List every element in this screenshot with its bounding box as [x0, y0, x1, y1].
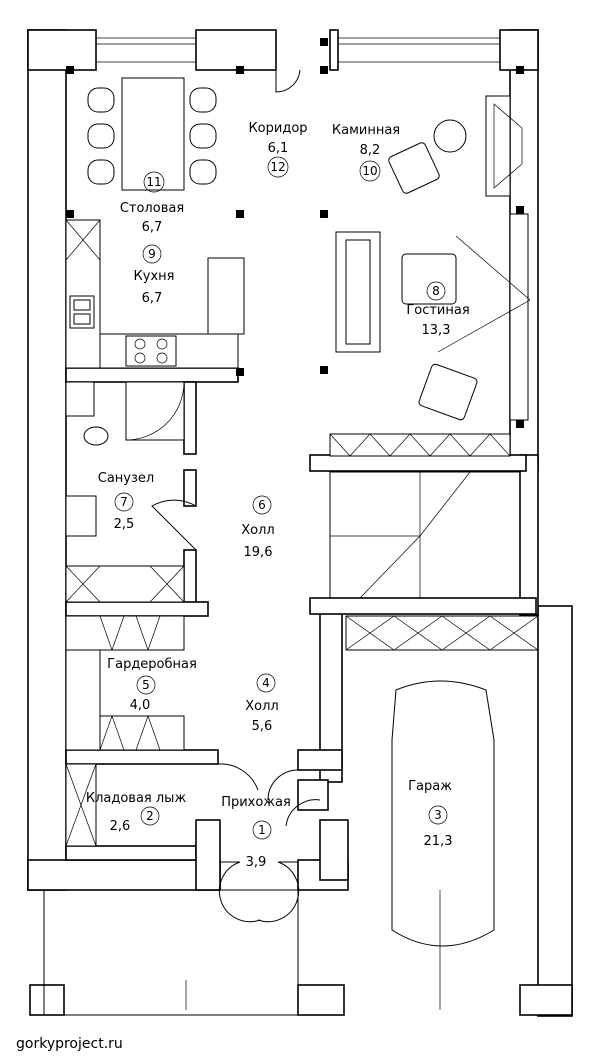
garage	[345, 615, 539, 1010]
ski-storage-rack	[65, 763, 97, 847]
room-name: Кладовая лыж	[86, 791, 187, 806]
room-area: 2,5	[114, 517, 135, 532]
room-area: 13,3	[422, 323, 451, 338]
room-name: Прихожая	[221, 795, 291, 810]
room-number: 8	[432, 284, 440, 298]
room-name: Каминная	[332, 123, 400, 138]
room-area: 5,6	[252, 719, 273, 734]
terrace	[43, 889, 299, 1016]
room-area: 4,0	[130, 698, 151, 713]
living-furniture	[329, 95, 531, 457]
bathroom-fixtures	[65, 381, 185, 603]
room-name: Столовая	[120, 201, 184, 216]
room-name: Санузел	[98, 471, 154, 486]
room-number: 12	[270, 160, 285, 174]
room-number: 3	[434, 808, 442, 822]
room-name: Гараж	[408, 779, 452, 794]
room-area: 6,1	[268, 141, 289, 156]
room-area: 3,9	[246, 855, 267, 870]
wardrobe-shelves	[65, 615, 185, 751]
room-area: 2,6	[110, 819, 131, 834]
doors	[151, 69, 321, 923]
room-number: 4	[262, 676, 270, 690]
room-labels: Прихожая 3,9 1 Кладовая лыж 2,6 2 Гараж …	[86, 121, 470, 870]
room-area: 19,6	[244, 545, 273, 560]
room-area: 21,3	[424, 834, 453, 849]
internal-walls	[65, 367, 537, 891]
dining-set	[87, 77, 217, 191]
room-number: 10	[362, 164, 377, 178]
room-area: 6,7	[142, 220, 163, 235]
room-number: 7	[120, 495, 128, 509]
room-number: 5	[142, 678, 150, 692]
room-number: 1	[258, 823, 266, 837]
room-number: 11	[146, 175, 161, 189]
room-name: Гардеробная	[107, 657, 197, 672]
room-name: Кухня	[134, 269, 175, 284]
room-name: Гостиная	[406, 303, 469, 318]
staircase	[329, 471, 521, 599]
room-name: Холл	[245, 699, 278, 714]
room-area: 8,2	[360, 143, 381, 158]
room-name: Коридор	[248, 121, 307, 136]
room-number: 9	[148, 247, 156, 261]
columns	[66, 38, 524, 428]
room-name: Холл	[241, 523, 274, 538]
car-outline	[391, 680, 495, 947]
room-number: 2	[146, 809, 154, 823]
kitchen-units	[65, 219, 245, 369]
room-number: 6	[258, 498, 266, 512]
room-area: 6,7	[142, 291, 163, 306]
credit-text: gorkyproject.ru	[16, 1036, 123, 1052]
